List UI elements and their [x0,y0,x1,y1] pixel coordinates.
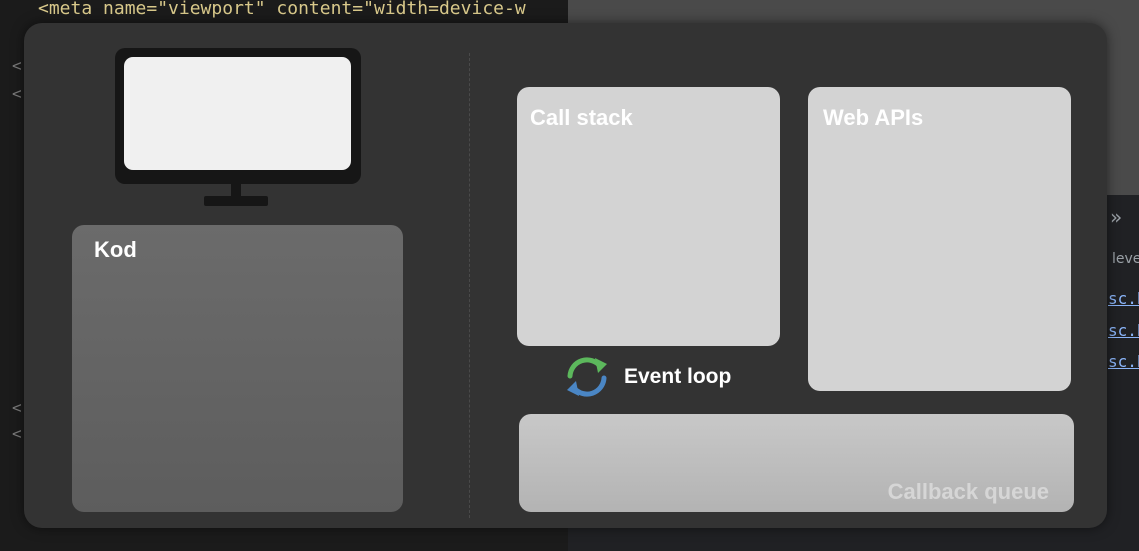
web-apis-label: Web APIs [823,105,924,130]
panel-divider [469,53,470,518]
background-code-line: <meta name="viewport" content="width=dev… [38,0,526,19]
devtools-source-link[interactable]: sc.h [1108,289,1139,308]
monitor-icon [115,48,361,210]
kod-box: Kod [72,225,403,512]
monitor-screen [124,57,351,170]
callback-queue-label: Callback queue [887,479,1049,504]
background-code-bracket: < [12,56,22,75]
devtools-source-link[interactable]: sc.h [1108,321,1139,340]
devtools-level-label: leve [1112,251,1139,267]
event-loop-label: Event loop [624,365,732,388]
refresh-icon [567,357,607,397]
call-stack-label: Call stack [530,105,633,130]
web-apis-box: Web APIs [808,87,1071,391]
background-code-bracket: < [12,398,22,417]
event-loop-diagram: Kod Call stack Web APIs Event loop Callb… [24,23,1107,528]
call-stack-box: Call stack [517,87,780,346]
kod-label: Kod [94,237,137,262]
monitor-neck [231,184,241,198]
event-loop: Event loop [564,354,764,400]
callback-queue-box: Callback queue [519,414,1074,512]
devtools-source-link[interactable]: sc.h [1108,352,1139,371]
chevron-right-icon[interactable]: » [1110,205,1123,229]
background-code-bracket: < [12,84,22,103]
monitor-base [204,196,268,206]
background-code-bracket: < [12,424,22,443]
